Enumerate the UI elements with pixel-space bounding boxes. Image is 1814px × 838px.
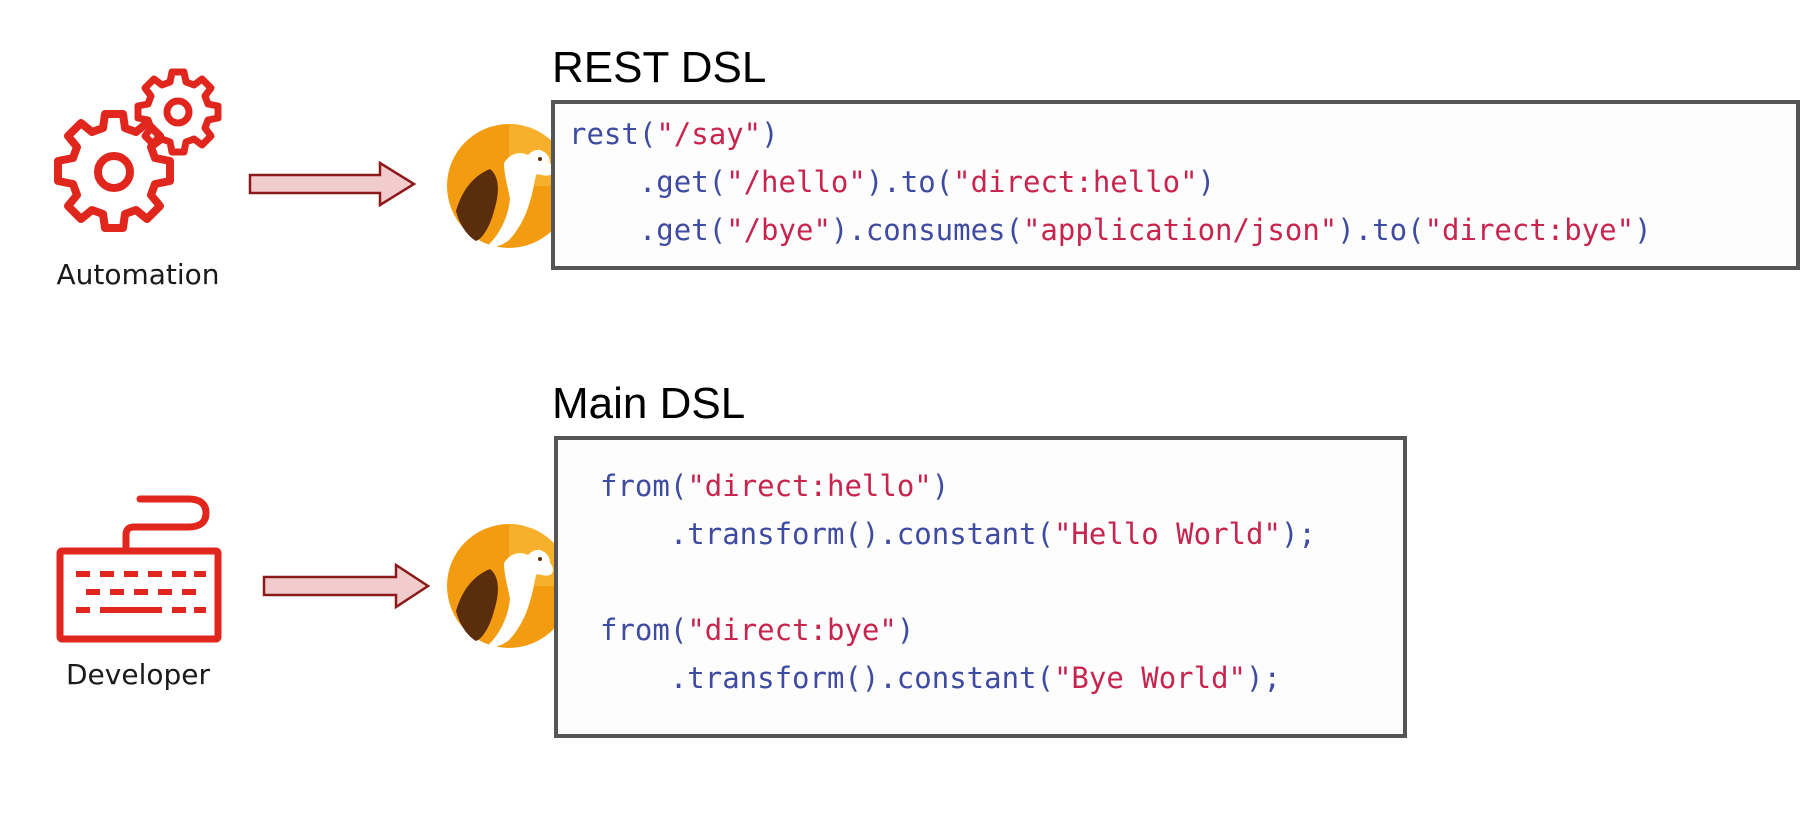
code-string: "/say" [656, 117, 762, 151]
code-token: ).to( [1337, 213, 1425, 247]
right-arrow-icon [262, 563, 431, 609]
code-token: ).to( [865, 165, 954, 199]
code-line: .transform().constant("Hello World"); [600, 516, 1316, 552]
code-token: .get( [569, 165, 727, 199]
rest-dsl-title: REST DSL [552, 43, 767, 92]
automation-icon-wrap [48, 64, 228, 244]
gears-icon [54, 68, 222, 232]
code-line: from("direct:hello") [600, 468, 949, 504]
code-token: from( [600, 613, 688, 647]
code-token: ) [761, 117, 779, 151]
automation-arrow [248, 161, 418, 207]
developer-icon-wrap [56, 475, 226, 645]
code-token: ).consumes( [830, 213, 1023, 247]
code-line: rest("/say") [569, 116, 779, 152]
code-string: "Bye World" [1053, 661, 1247, 695]
code-string: "direct:hello" [953, 165, 1198, 199]
code-token: .transform().constant( [600, 661, 1054, 695]
code-token: .transform().constant( [600, 517, 1054, 551]
camel-logo-rest [446, 123, 572, 249]
code-string: "application/json" [1022, 213, 1338, 247]
code-line: from("direct:bye") [600, 612, 914, 648]
main-dsl-title: Main DSL [552, 379, 746, 428]
code-string: "direct:hello" [687, 469, 932, 503]
code-token: rest( [569, 117, 657, 151]
rest-dsl-code-box: rest("/say") .get("/hello").to("direct:h… [551, 100, 1800, 270]
code-string: "direct:bye" [1424, 213, 1635, 247]
code-token: ); [1280, 517, 1316, 551]
code-token: ) [1197, 165, 1216, 199]
code-line: .transform().constant("Bye World"); [600, 660, 1281, 696]
right-arrow-icon [248, 161, 417, 207]
main-dsl-code-box: from("direct:hello") .transform().consta… [554, 436, 1407, 738]
keyboard-icon [56, 495, 222, 643]
code-token: ) [931, 469, 950, 503]
code-token: ) [1634, 213, 1652, 247]
code-line: .get("/hello").to("direct:hello") [569, 164, 1215, 200]
code-string: "/bye" [726, 213, 831, 247]
code-line: .get("/bye").consumes("application/json"… [569, 212, 1652, 248]
code-string: "direct:bye" [687, 613, 897, 647]
code-string: "Hello World" [1053, 517, 1281, 551]
developer-label: Developer [65, 658, 210, 691]
developer-arrow [262, 563, 432, 609]
code-string: "/hello" [726, 165, 866, 199]
camel-logo-icon [447, 124, 571, 248]
code-token: .get( [569, 213, 727, 247]
code-token: ); [1246, 661, 1281, 695]
automation-label: Automation [56, 258, 220, 291]
code-token: from( [600, 469, 688, 503]
code-token: ) [896, 613, 915, 647]
